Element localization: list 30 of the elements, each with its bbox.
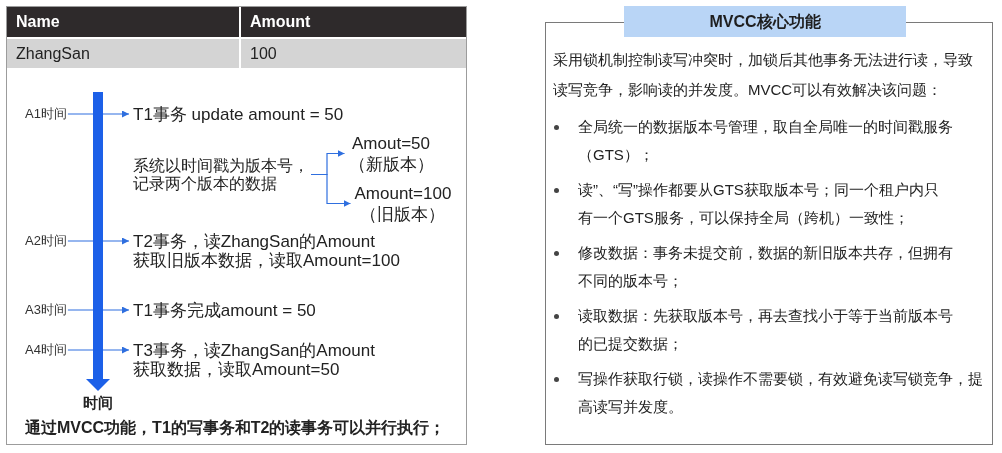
bullet-text: 读”、“写”操作都要从GTS获取版本号；同一个租户内只有一个GTS服务，可以保持全局（跨机）一致性； xyxy=(578,180,939,228)
arrow xyxy=(67,306,130,314)
time-label: A3时间 xyxy=(25,302,67,318)
table-header-cell: Amount xyxy=(240,7,466,38)
version-label: Amout=50 （新版本） xyxy=(348,132,434,175)
axis-label: 时间 xyxy=(83,394,113,412)
arrow xyxy=(67,346,130,354)
time-label: A1时间 xyxy=(25,106,67,122)
bullet-text: 全局统一的数据版本号管理，取自全局唯一的时间戳服务（GTS）； xyxy=(578,117,954,165)
panel-heading: MVCC核心功能 xyxy=(624,6,906,37)
bullet-text: 修改数据：事务未提交前，数据的新旧版本共存，但拥有不同的版本号； xyxy=(578,243,954,291)
version-label: Amount=100 （旧版本） xyxy=(354,182,452,225)
arrow xyxy=(310,173,352,207)
table-header-cell: Name xyxy=(7,7,240,38)
table-cell: ZhangSan xyxy=(7,38,240,69)
event-text: T2事务，读ZhangSan的Amount 获取旧版本数据，读取Amount=100 xyxy=(133,231,400,270)
table-cell: 100 xyxy=(240,38,466,69)
bullet-text: 写操作获取行锁，读操作不需要锁，有效避免读写锁竞争，提高读写并发度。 xyxy=(578,369,984,417)
event-text: T3事务，读ZhangSan的Amount 获取数据，读取Amount=50 xyxy=(133,340,375,379)
arrow xyxy=(67,110,130,118)
time-label: A2时间 xyxy=(25,233,67,249)
panel-frame xyxy=(6,6,467,445)
time-label: A4时间 xyxy=(25,342,67,358)
bullet-text: 读取数据：先获取版本号，再去查找小于等于当前版本号的已提交数据； xyxy=(578,306,954,354)
note-text: 系统以时间戳为版本号，记录两个版本的数据 xyxy=(133,157,310,192)
event-text: T1事务 update amount = 50 xyxy=(133,104,344,124)
intro-paragraph: 采用锁机制控制读写冲突时，加锁后其他事务无法进行读，导致读写竞争，影响读的并发度。MVCC可以有效解决该问题： xyxy=(553,50,974,100)
conclusion-text: 通过MVCC功能，T1的写事务和T2的读事务可以并行执行； xyxy=(25,418,446,438)
arrow xyxy=(67,237,130,245)
event-text: T1事务完成amount = 50 xyxy=(133,300,316,320)
